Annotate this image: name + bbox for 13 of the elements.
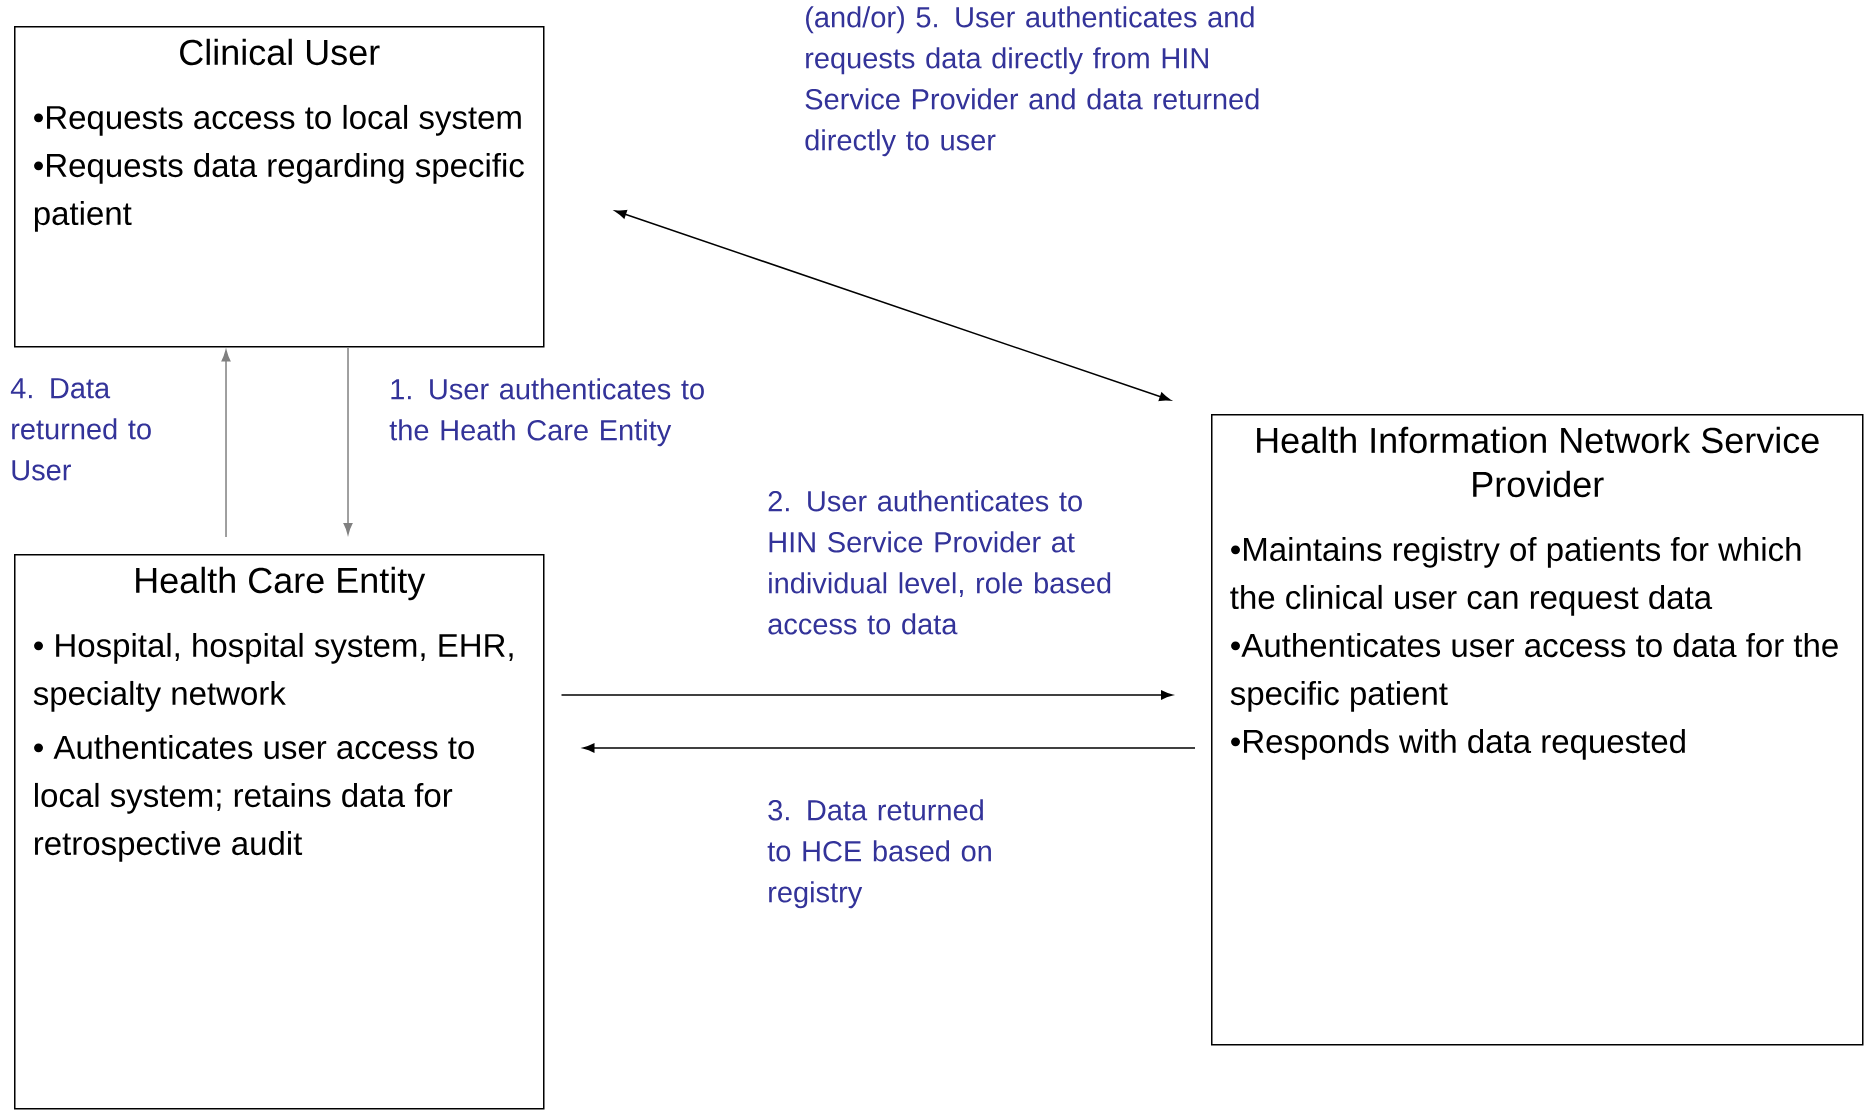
arrow xyxy=(583,743,1196,753)
edge-label: 4. Data returned to User xyxy=(10,378,151,481)
arrow xyxy=(343,346,353,535)
text-box: Clinical User •Requests access to local system •Requests data regarding specific patient xyxy=(14,26,545,348)
arrow xyxy=(560,690,1173,700)
edge-label: 1. User authenticates to the Heath Care Entity xyxy=(389,378,704,447)
text-box: Health Information Network Service Provider •Maintains registry of patients for which the clinical user can request data •Authenticates user access to data for the specific patient •Responds with data requested xyxy=(1211,414,1864,1046)
edge-label: 3. Data returned to HCE based on registry xyxy=(767,799,991,909)
arrow xyxy=(614,210,1171,402)
edge-label: 2. User authenticates to HIN Service Provider at individual level, role based access to data xyxy=(768,490,1111,635)
edge-label: (and/or) 5. User authenticates and requests data directly from HIN Service Provider and data returned directly to user xyxy=(805,6,1259,157)
text-box: Health Care Entity • Hospital, hospital system, EHR, specialty network • Authenticates user access to local system; retains data for retrospective audit xyxy=(14,554,545,1110)
arrow xyxy=(221,350,231,538)
